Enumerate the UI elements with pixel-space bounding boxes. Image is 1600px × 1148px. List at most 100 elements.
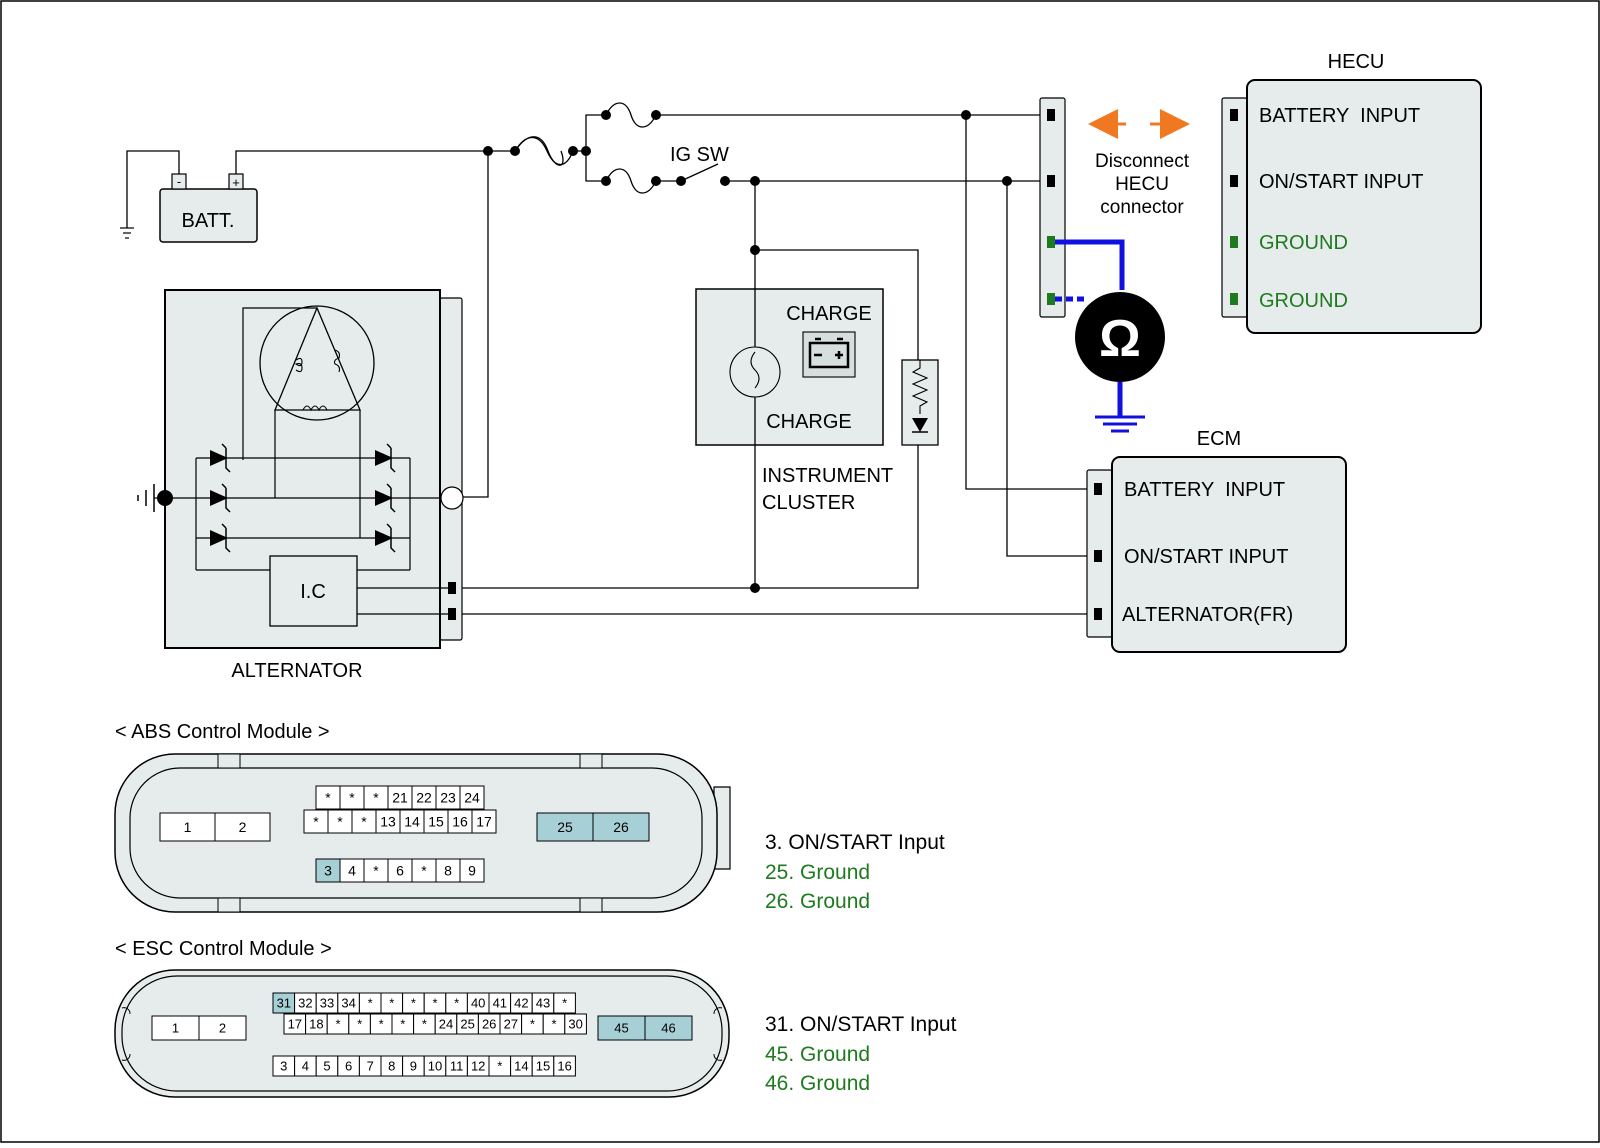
connector-pin: 26 (592, 812, 650, 842)
hecu-pin-label: ON/START INPUT (1259, 171, 1423, 193)
connector-pin-label: * (325, 790, 331, 806)
connector-pin-label: 15 (428, 814, 444, 830)
connector-pin: 4 (339, 858, 365, 883)
ecm-pin-label: ON/START INPUT (1124, 546, 1288, 568)
connector-pin: 6 (337, 1055, 360, 1077)
connector-pin-label: * (373, 790, 379, 806)
connector-pin: 25 (536, 812, 594, 842)
connector-pin-label: * (432, 996, 437, 1011)
connector-pin-label: 43 (536, 996, 550, 1011)
connector-pin: 30 (564, 1013, 587, 1035)
connector-pin-label: * (454, 996, 459, 1011)
disconnect-note-line1: Disconnect (1095, 151, 1190, 172)
hecu-harness-connector (1039, 97, 1066, 318)
connector-pin: 8 (435, 858, 461, 883)
connector-pin-label: 42 (514, 996, 528, 1011)
ig-switch-label: IG SW (670, 144, 729, 166)
disconnect-note-line2: HECU (1115, 174, 1169, 195)
connector-pin-label: 4 (302, 1059, 309, 1074)
connector-pin-label: 46 (661, 1021, 675, 1036)
fuse-icon (514, 136, 564, 166)
switch-icon (680, 163, 719, 182)
connector-pin-label: 4 (348, 863, 356, 879)
connector-pin-label: 30 (568, 1017, 582, 1032)
connector-pin-label: * (368, 996, 373, 1011)
connector-pin-label: 8 (388, 1059, 395, 1074)
connector-pin: * (348, 1013, 371, 1035)
connector-pin: * (326, 1013, 350, 1035)
connector-pin: 24 (434, 1013, 458, 1035)
charge-label-bottom: CHARGE (766, 411, 852, 433)
connector-pin: 2 (214, 812, 271, 842)
connector-pin-label: 16 (452, 814, 468, 830)
connector-pin: * (358, 992, 382, 1014)
connector-pin: 18 (305, 1013, 328, 1035)
connector-pin: 24 (459, 785, 485, 810)
connector-pin-label: * (313, 814, 319, 830)
alternator: I.C ALTERNATOR (137, 289, 464, 682)
connector-pin-label: 6 (345, 1059, 352, 1074)
connector-pin: * (327, 809, 353, 834)
connector-pin: * (542, 1013, 566, 1035)
abs-title: < ABS Control Module > (115, 721, 330, 743)
connector-pin-label: * (361, 814, 367, 830)
connector-pin: * (380, 992, 404, 1014)
hecu-module: HECU BATTERY INPUT ON/START INPUT GROUND… (1221, 51, 1482, 334)
connector-pin-label: * (562, 996, 567, 1011)
connector-pin-label: 8 (444, 863, 452, 879)
connector-pin-label: * (411, 996, 416, 1011)
connector-pin: 23 (435, 785, 461, 810)
connector-pin: 15 (531, 1055, 555, 1077)
esc-legend-item: 45. Ground (765, 1043, 870, 1066)
connector-pin-label: 1 (172, 1021, 179, 1036)
connector-pin-label: 5 (323, 1059, 330, 1074)
abs-legend-item: 25. Ground (765, 861, 870, 884)
svg-text:Ω: Ω (1099, 310, 1141, 368)
connector-pin: 34 (337, 992, 360, 1014)
ohmmeter-icon: Ω (1075, 292, 1165, 382)
connector-pin-label: 9 (410, 1059, 417, 1074)
connector-pin-label: 12 (471, 1059, 485, 1074)
connector-pin-label: 14 (404, 814, 420, 830)
connector-pin-label: 11 (450, 1059, 464, 1074)
battery: - + BATT. (120, 150, 258, 243)
connector-pin-label: 17 (288, 1017, 302, 1032)
connector-pin-label: 17 (476, 814, 492, 830)
disconnect-note-line3: connector (1100, 197, 1184, 218)
connector-pin: 7 (358, 1055, 382, 1077)
connector-pin-label: 10 (428, 1059, 442, 1074)
connector-pin-label: * (389, 996, 394, 1011)
connector-pin-label: 24 (439, 1017, 453, 1032)
connector-pin: 4 (294, 1055, 317, 1077)
connector-pin: * (363, 858, 389, 883)
connector-pin: 22 (411, 785, 437, 810)
connector-pin-label: 40 (471, 996, 485, 1011)
connector-pin: * (423, 992, 447, 1014)
abs-legend-item: 3. ON/START Input (765, 831, 945, 854)
connector-pin: 17 (283, 1013, 307, 1035)
connector-pin: 13 (375, 809, 401, 834)
connector-pin: 10 (423, 1055, 447, 1077)
connector-pin-label: 3 (280, 1059, 287, 1074)
connector-pin: 40 (466, 992, 490, 1014)
charge-label-top: CHARGE (786, 303, 872, 325)
connector-pin-label: * (335, 1017, 340, 1032)
connector-pin-label: 15 (536, 1059, 550, 1074)
connector-pin-label: 9 (468, 863, 476, 879)
connector-pin-label: * (379, 1017, 384, 1032)
connector-pin: * (402, 992, 425, 1014)
connector-pin: * (369, 1013, 393, 1035)
connector-pin-label: 25 (460, 1017, 474, 1032)
connector-pin: 11 (445, 1055, 468, 1077)
connector-pin-label: 13 (380, 814, 396, 830)
connector-pin-label: 2 (239, 819, 247, 835)
connector-pin-label: 1 (184, 819, 192, 835)
connector-pin: 2 (198, 1015, 247, 1041)
ground-symbol-icon (1095, 415, 1145, 433)
battery-neg-label: - (177, 174, 181, 189)
battery-icon (808, 337, 850, 369)
battery-label: BATT. (182, 210, 235, 232)
connector-pin: * (351, 809, 377, 834)
connector-pin: * (391, 1013, 415, 1035)
